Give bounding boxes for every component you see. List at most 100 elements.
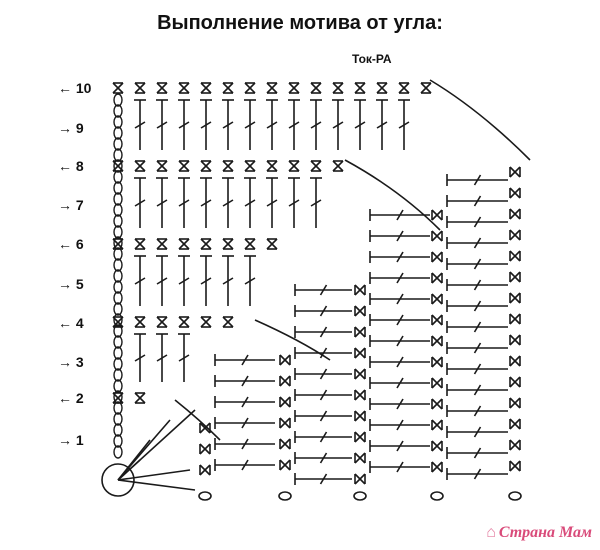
double-crochet-symbol [178, 177, 190, 228]
double-crochet-symbol [446, 363, 508, 375]
single-crochet-symbol [509, 397, 521, 409]
single-crochet-symbol [178, 316, 190, 328]
single-crochet-symbol [112, 160, 124, 172]
single-crochet-symbol [134, 392, 146, 404]
chain-symbol [113, 335, 123, 349]
double-crochet-symbol [369, 272, 430, 284]
single-crochet-symbol [288, 82, 300, 94]
double-crochet-symbol [156, 333, 168, 382]
chain-symbol [113, 192, 123, 206]
double-crochet-symbol [244, 177, 256, 228]
double-crochet-symbol [222, 255, 234, 306]
single-crochet-symbol [354, 326, 366, 338]
double-crochet-symbol [446, 300, 508, 312]
double-crochet-symbol [294, 431, 352, 443]
double-crochet-symbol [244, 255, 256, 306]
single-crochet-symbol [332, 82, 344, 94]
single-crochet-symbol [178, 238, 190, 250]
double-crochet-symbol [446, 405, 508, 417]
row-label-10: ← 10 [58, 80, 92, 96]
single-crochet-symbol [199, 422, 211, 434]
single-crochet-symbol [431, 293, 443, 305]
corner-arc [174, 399, 221, 441]
double-crochet-symbol [214, 459, 275, 471]
single-crochet-symbol [134, 82, 146, 94]
stitch-line [117, 439, 151, 481]
double-crochet-symbol [369, 293, 430, 305]
single-crochet-symbol [431, 398, 443, 410]
row-label-4: ← 4 [58, 315, 84, 331]
chain-symbol [113, 423, 123, 437]
chain-symbol [113, 93, 123, 107]
single-crochet-symbol [244, 238, 256, 250]
single-crochet-symbol [199, 443, 211, 455]
row-label-2: ← 2 [58, 390, 84, 406]
double-crochet-symbol [294, 452, 352, 464]
double-crochet-symbol [200, 255, 212, 306]
single-crochet-symbol [279, 438, 291, 450]
chain-symbol [113, 302, 123, 316]
chain-symbol [113, 434, 123, 448]
chain-symbol [113, 159, 123, 173]
double-crochet-symbol [294, 473, 352, 485]
house-icon: ⌂ [486, 524, 496, 541]
double-crochet-symbol [134, 255, 146, 306]
double-crochet-symbol [266, 177, 278, 228]
single-crochet-symbol [354, 410, 366, 422]
single-crochet-symbol [354, 82, 366, 94]
double-crochet-symbol [446, 468, 508, 480]
double-crochet-symbol [294, 389, 352, 401]
double-crochet-symbol [214, 396, 275, 408]
single-crochet-symbol [509, 334, 521, 346]
corner-arc [254, 319, 331, 361]
double-crochet-symbol [369, 251, 430, 263]
single-crochet-symbol [509, 208, 521, 220]
double-crochet-symbol [266, 99, 278, 150]
chain-symbol [113, 225, 123, 239]
single-crochet-symbol [376, 82, 388, 94]
double-crochet-symbol [200, 177, 212, 228]
chain-symbol [113, 115, 123, 129]
double-crochet-symbol [294, 326, 352, 338]
single-crochet-symbol [509, 376, 521, 388]
single-crochet-symbol [279, 375, 291, 387]
single-crochet-symbol [222, 316, 234, 328]
single-crochet-symbol [244, 82, 256, 94]
chain-symbol [113, 181, 123, 195]
double-crochet-symbol [156, 177, 168, 228]
single-crochet-symbol [509, 271, 521, 283]
single-crochet-symbol [112, 238, 124, 250]
single-crochet-symbol [279, 396, 291, 408]
single-crochet-symbol [279, 354, 291, 366]
chain-symbol [113, 357, 123, 371]
double-crochet-symbol [134, 99, 146, 150]
double-crochet-symbol [369, 398, 430, 410]
double-crochet-symbol [369, 230, 430, 242]
double-crochet-symbol [446, 342, 508, 354]
single-crochet-symbol [266, 82, 278, 94]
chain-symbol [353, 491, 367, 501]
chain-symbol [113, 445, 123, 459]
single-crochet-symbol [279, 459, 291, 471]
single-crochet-symbol [112, 316, 124, 328]
single-crochet-symbol [222, 238, 234, 250]
chain-symbol [278, 491, 292, 501]
single-crochet-symbol [431, 377, 443, 389]
single-crochet-symbol [509, 460, 521, 472]
stitch-line [117, 469, 191, 481]
single-crochet-symbol [279, 417, 291, 429]
single-crochet-symbol [354, 347, 366, 359]
double-crochet-symbol [446, 426, 508, 438]
single-crochet-symbol [509, 439, 521, 451]
single-crochet-symbol [244, 160, 256, 172]
single-crochet-symbol [354, 368, 366, 380]
single-crochet-symbol [431, 230, 443, 242]
single-crochet-symbol [398, 82, 410, 94]
single-crochet-symbol [199, 464, 211, 476]
single-crochet-symbol [266, 160, 278, 172]
single-crochet-symbol [354, 452, 366, 464]
single-crochet-symbol [509, 229, 521, 241]
single-crochet-symbol [112, 82, 124, 94]
magic-ring-symbol [101, 463, 135, 497]
